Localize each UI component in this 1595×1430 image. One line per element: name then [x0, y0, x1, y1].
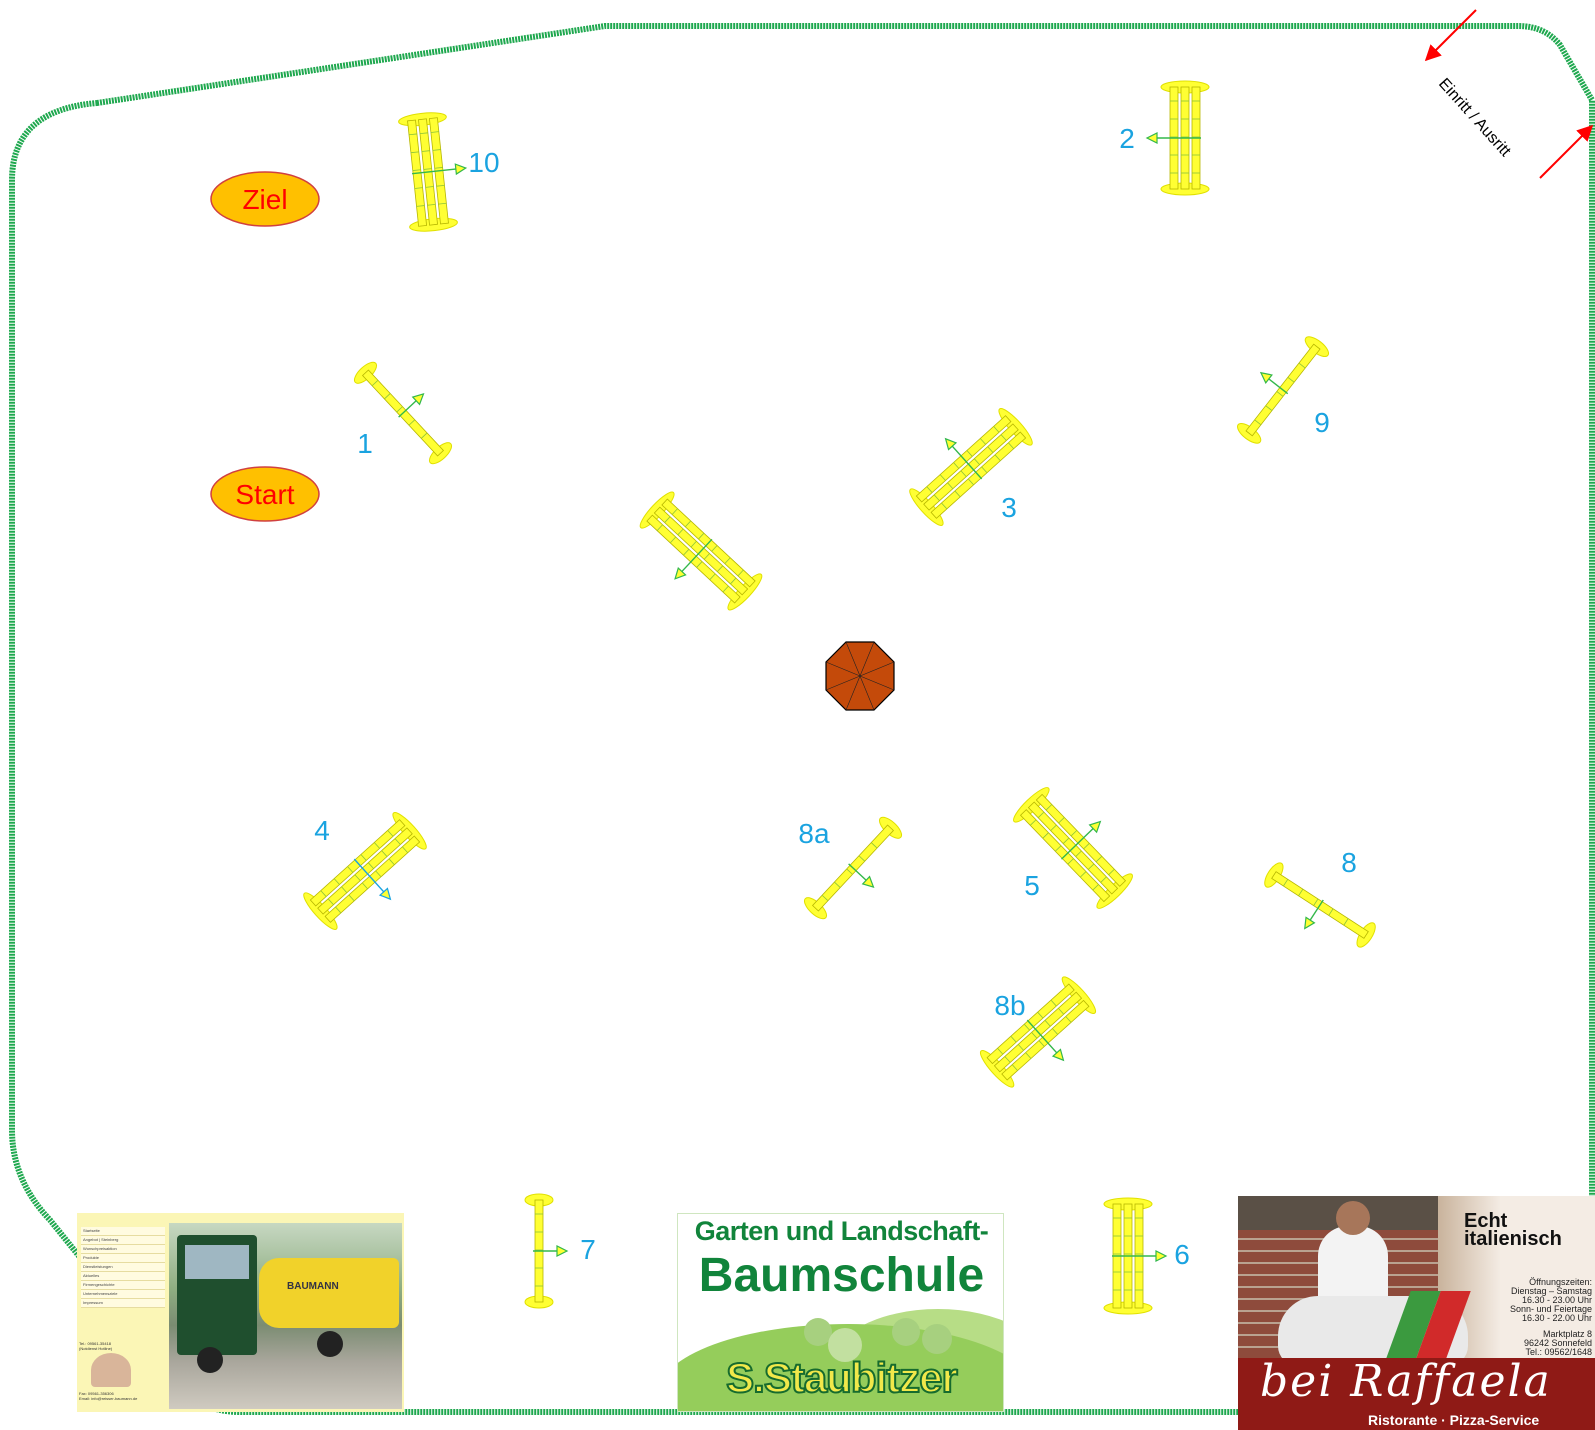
- baumann-nav-item: Firmengeschichte: [81, 1281, 165, 1290]
- baumann-nav-item: Dienstleistungen: [81, 1263, 165, 1272]
- obstacle-number-3: 3: [1001, 492, 1017, 523]
- raffaela-headline-2: italienisch: [1464, 1230, 1562, 1248]
- baumann-nav-item: Aktuelles: [81, 1272, 165, 1281]
- entrance-arrow-out: [1540, 126, 1592, 178]
- truck-name: BAUMANN: [287, 1281, 339, 1292]
- baumann-contact: Tel.: 09561-35418 (Notdienst Hotline): [79, 1341, 167, 1351]
- raffaela-hours-holiday: 16.30 - 22.00 Uhr: [1444, 1314, 1592, 1323]
- sponsor-baumann: Startseite Angebot | Steinberg Wunschpre…: [77, 1213, 404, 1412]
- baumann-nav-item: Startseite: [81, 1227, 165, 1236]
- baumann-nav-item: Produkte: [81, 1254, 165, 1263]
- truck-wheel: [197, 1347, 223, 1373]
- contact-person-photo: [91, 1353, 131, 1387]
- obstacle-number-8a: 8a: [798, 818, 830, 849]
- obstacle-number-4: 4: [314, 815, 330, 846]
- baumann-nav-item: Angebot | Steinberg: [81, 1236, 165, 1245]
- obstacle-number-1: 1: [357, 428, 373, 459]
- direction-arrow-head: [1301, 917, 1315, 931]
- direction-arrow-head: [1147, 133, 1157, 143]
- truck-wheel: [317, 1331, 343, 1357]
- entrance-label: Einritt / Ausritt: [1435, 75, 1514, 160]
- obstacle-oxer: [627, 488, 766, 623]
- tree-icon: [922, 1324, 952, 1354]
- raffaela-subtitle: Ristorante · Pizza-Service: [1368, 1412, 1539, 1428]
- staubitzer-name: S.Staubitzer: [678, 1354, 1004, 1402]
- raffaela-info: Öffnungszeiten: Dienstag – Samstag 16.30…: [1444, 1278, 1592, 1357]
- baumann-nav-item: Wunschpreisaktion: [81, 1245, 165, 1254]
- direction-arrow-head: [557, 1246, 567, 1256]
- baumann-nav: Startseite Angebot | Steinberg Wunschpre…: [81, 1227, 165, 1308]
- start-marker: Start: [211, 467, 319, 521]
- sponsor-staubitzer: Garten und Landschaft- Baumschule S.Stau…: [677, 1213, 1004, 1412]
- obstacle-number-2: 2: [1119, 123, 1135, 154]
- obstacle-number-10: 10: [468, 147, 499, 178]
- entrance-arrow-in: [1426, 10, 1476, 60]
- direction-arrow-head: [1258, 369, 1272, 383]
- finish-marker: Ziel: [211, 172, 319, 226]
- obstacle-8: [1254, 860, 1379, 962]
- person-photo: [1318, 1226, 1388, 1306]
- staubitzer-line2: Baumschule: [684, 1248, 999, 1303]
- direction-arrow-head: [1156, 1251, 1166, 1261]
- finish-label: Ziel: [242, 184, 287, 215]
- baumann-contact-line: Email: info@reisser-baumann.de: [79, 1396, 167, 1401]
- baumann-nav-item: Impressum: [81, 1299, 165, 1308]
- baumann-nav-item: Unternehmensziele: [81, 1290, 165, 1299]
- obstacle-number-8: 8: [1341, 847, 1357, 878]
- baumann-contact-line: (Notdienst Hotline): [79, 1346, 167, 1351]
- umbrella-icon: [826, 642, 894, 710]
- obstacle-6: [1104, 1198, 1166, 1314]
- obstacle-number-7: 7: [580, 1234, 596, 1265]
- sponsor-raffaela: Echt italienisch Öffnungszeiten: Diensta…: [1238, 1196, 1595, 1430]
- direction-arrow-head: [455, 163, 466, 174]
- truck-tank: [259, 1258, 399, 1328]
- raffaela-headline: Echt italienisch: [1464, 1212, 1562, 1248]
- start-label: Start: [235, 479, 294, 510]
- obstacle-7: [525, 1194, 567, 1308]
- person-head: [1336, 1201, 1370, 1235]
- baumann-contact-lower: Fax: 09561-356306 Email: info@reisser-ba…: [79, 1391, 167, 1401]
- staubitzer-line1: Garten und Landschaft-: [684, 1216, 999, 1247]
- obstacle-2: [1147, 81, 1209, 195]
- obstacle-number-8b: 8b: [994, 990, 1025, 1021]
- obstacle-number-9: 9: [1314, 407, 1330, 438]
- obstacle-number-5: 5: [1024, 870, 1040, 901]
- raffaela-brand: bei Raffaela: [1260, 1356, 1552, 1407]
- truck-cab: [177, 1235, 257, 1355]
- tree-icon: [892, 1318, 920, 1346]
- obstacle-10: [398, 109, 472, 233]
- obstacle-number-6: 6: [1174, 1239, 1190, 1270]
